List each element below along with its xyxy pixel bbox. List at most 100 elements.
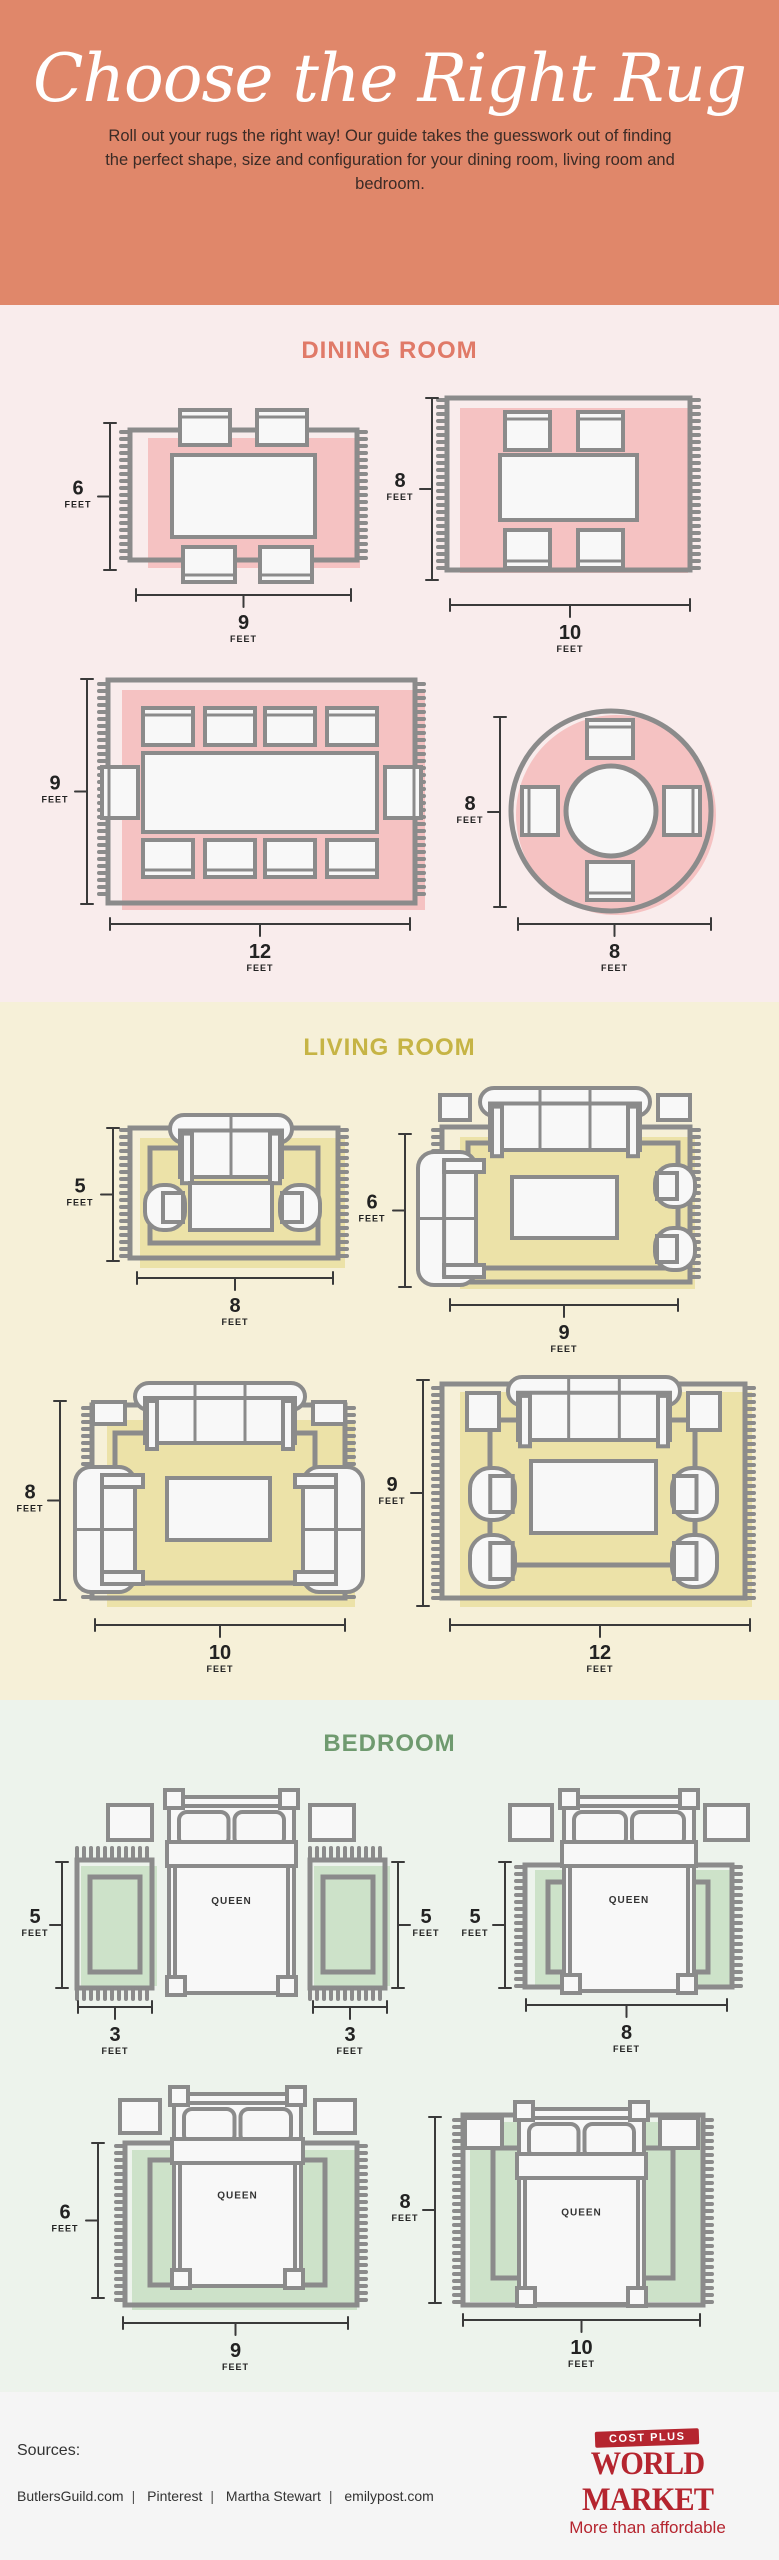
dimension-unit: FEET xyxy=(358,1214,385,1224)
dimension-unit: FEET xyxy=(586,1664,613,1674)
dimension-value: 9 xyxy=(558,1322,569,1344)
sofa-arm xyxy=(518,1393,532,1449)
coffee-table xyxy=(188,1181,274,1232)
dimension-unit: FEET xyxy=(51,2224,78,2234)
bedpost xyxy=(285,2085,307,2107)
bedpost xyxy=(276,1975,298,1997)
source-item: Martha Stewart xyxy=(225,2488,321,2504)
folded-blanket xyxy=(165,1840,298,1868)
dimension-unit: FEET xyxy=(206,1664,233,1674)
header-banner: Choose the Right Rug Roll out your rugs … xyxy=(0,0,779,305)
dimension-unit: FEET xyxy=(41,795,68,805)
dimension-unit: FEET xyxy=(461,1928,488,1938)
dimension-value: 12 xyxy=(589,1642,611,1664)
dimension-unit: FEET xyxy=(222,2362,249,2372)
chair xyxy=(662,785,702,837)
section-title-living: LIVING ROOM xyxy=(303,1034,476,1061)
dimension-value: 5 xyxy=(469,1906,480,1928)
nightstand xyxy=(313,2098,357,2135)
folded-blanket xyxy=(560,1840,698,1868)
separator: | xyxy=(328,2488,333,2504)
logo-name: WORLD MARKET xyxy=(581,2446,714,2518)
chair xyxy=(100,765,140,820)
sofa-arm xyxy=(293,1570,338,1586)
dimension-value: 10 xyxy=(570,2337,592,2359)
dimension-value: 8 xyxy=(24,1482,35,1504)
sofa-arm xyxy=(100,1473,145,1489)
sofa-arm xyxy=(268,1131,282,1186)
dimension-unit: FEET xyxy=(64,500,91,510)
source-item: Pinterest xyxy=(147,2488,203,2504)
world-market-logo: COST PLUS WORLD MARKET More than afforda… xyxy=(525,2428,770,2538)
bedpost xyxy=(558,1788,580,1810)
mattress xyxy=(173,1864,290,1995)
dimension-value: 6 xyxy=(366,1192,377,1214)
dimension-value: 6 xyxy=(72,478,83,500)
dimension-value: 9 xyxy=(386,1474,397,1496)
sofa-arm xyxy=(626,1104,640,1159)
rug-inner-border xyxy=(87,1874,143,1975)
chair xyxy=(258,545,314,584)
armchair-seat xyxy=(280,1191,304,1224)
dimension-unit: FEET xyxy=(21,1928,48,1938)
dimension-unit: FEET xyxy=(101,2046,128,2056)
rug-inner-border xyxy=(320,1874,376,1975)
dimension-unit: FEET xyxy=(386,492,413,502)
side-table xyxy=(686,1391,722,1432)
intro-text: Roll out your rugs the right way! Our gu… xyxy=(105,127,675,193)
dining-table xyxy=(498,453,639,522)
folded-blanket xyxy=(515,2152,648,2180)
dimension-value: 9 xyxy=(49,773,60,795)
dimension-value: 3 xyxy=(109,2024,120,2046)
armchair-seat xyxy=(672,1541,699,1581)
section-title-dining: DINING ROOM xyxy=(301,337,478,364)
mattress xyxy=(178,2161,297,2288)
dimension-unit: FEET xyxy=(601,963,628,973)
sofa-arm xyxy=(281,1399,295,1451)
bed-size-label: QUEEN xyxy=(211,1896,252,1907)
folded-blanket xyxy=(170,2137,305,2165)
chair xyxy=(255,408,309,447)
sofa-seat xyxy=(488,1101,642,1152)
sources-list: ButlersGuild.com| Pinterest| Martha Stew… xyxy=(17,2488,434,2504)
bed-size-label: QUEEN xyxy=(609,1895,650,1906)
sofa-arm xyxy=(442,1158,487,1174)
dimension-unit: FEET xyxy=(221,1317,248,1327)
nightstand xyxy=(658,2116,700,2150)
nightstand xyxy=(463,2116,504,2150)
armchair-seat xyxy=(161,1191,185,1224)
armchair-seat xyxy=(655,1171,679,1201)
armchair-seat xyxy=(488,1474,515,1514)
dimension-unit: FEET xyxy=(613,2044,640,2054)
footer: Sources: ButlersGuild.com| Pinterest| Ma… xyxy=(0,2392,779,2560)
sofa-arm xyxy=(656,1393,670,1449)
dimension-value: 8 xyxy=(229,1295,240,1317)
sofa-arm xyxy=(145,1399,159,1451)
sofa-arm xyxy=(100,1570,145,1586)
nightstand xyxy=(118,2098,162,2135)
sofa-arm xyxy=(293,1473,338,1489)
round-dining-table xyxy=(563,763,659,859)
dimension-unit: FEET xyxy=(412,1928,439,1938)
bedpost xyxy=(283,2268,305,2290)
dining-table xyxy=(141,751,379,834)
bed-size-label: QUEEN xyxy=(217,2191,258,2202)
dimension-unit: FEET xyxy=(391,2213,418,2223)
bedpost xyxy=(513,2100,535,2122)
dimension-value: 8 xyxy=(399,2191,410,2213)
bed-size-label: QUEEN xyxy=(561,2207,602,2218)
bedpost xyxy=(676,1973,698,1995)
chair xyxy=(181,545,237,584)
bedpost xyxy=(678,1788,700,1810)
dimension-unit: FEET xyxy=(246,963,273,973)
nightstand xyxy=(308,1803,356,1842)
dimension-value: 6 xyxy=(59,2202,70,2224)
mattress xyxy=(523,2176,640,2306)
side-table xyxy=(438,1093,472,1122)
dimension-value: 9 xyxy=(238,612,249,634)
coffee-table xyxy=(165,1476,272,1542)
dimension-value: 9 xyxy=(230,2340,241,2362)
nightstand xyxy=(703,1803,750,1842)
dimension-value: 3 xyxy=(344,2024,355,2046)
dimension-value: 5 xyxy=(420,1906,431,1928)
